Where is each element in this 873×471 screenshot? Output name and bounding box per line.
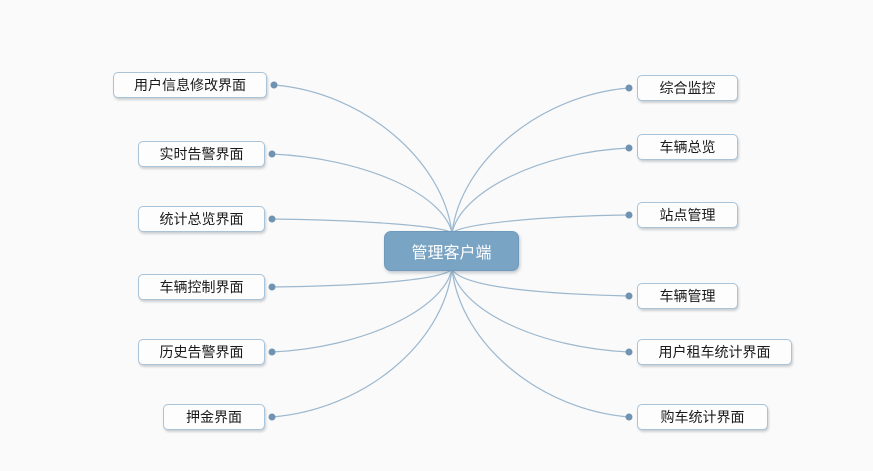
- connector-line: [451, 268, 630, 353]
- connector-line: [271, 218, 453, 234]
- connector-dot: [625, 211, 633, 219]
- connector-line: [271, 153, 453, 234]
- node-stats-overview[interactable]: 统计总览界面: [138, 206, 265, 232]
- connector-line: [271, 268, 453, 418]
- connector-line: [451, 268, 630, 297]
- connector-line: [451, 214, 630, 234]
- connector-dot: [625, 348, 633, 356]
- connector-dot: [268, 413, 276, 421]
- node-vehicle-control[interactable]: 车辆控制界面: [138, 274, 265, 300]
- node-station-management[interactable]: 站点管理: [637, 202, 738, 228]
- connector-line: [271, 268, 453, 288]
- node-realtime-alarm[interactable]: 实时告警界面: [138, 141, 265, 167]
- node-management-client[interactable]: 管理客户端: [384, 231, 519, 271]
- node-deposit[interactable]: 押金界面: [163, 404, 265, 430]
- node-vehicle-overview[interactable]: 车辆总览: [637, 134, 738, 160]
- node-history-alarm[interactable]: 历史告警界面: [138, 339, 265, 365]
- node-user-info-edit[interactable]: 用户信息修改界面: [113, 72, 267, 98]
- connector-dot: [268, 150, 276, 158]
- connector-dot: [625, 413, 633, 421]
- connector-dot: [268, 215, 276, 223]
- connector-dot: [625, 144, 633, 152]
- connector-line: [451, 147, 630, 234]
- connector-dot: [625, 292, 633, 300]
- connector-dot: [268, 283, 276, 291]
- connector-dot: [268, 348, 276, 356]
- connector-line: [273, 84, 453, 234]
- node-purchase-stats[interactable]: 购车统计界面: [637, 404, 768, 430]
- connector-line: [451, 268, 630, 418]
- connector-dot: [270, 81, 278, 89]
- connector-line: [271, 268, 453, 353]
- connector-dot: [625, 84, 633, 92]
- node-vehicle-management[interactable]: 车辆管理: [637, 283, 738, 309]
- node-user-rental-stats[interactable]: 用户租车统计界面: [637, 339, 792, 365]
- node-integrated-monitor[interactable]: 综合监控: [637, 75, 738, 101]
- connector-line: [451, 87, 630, 234]
